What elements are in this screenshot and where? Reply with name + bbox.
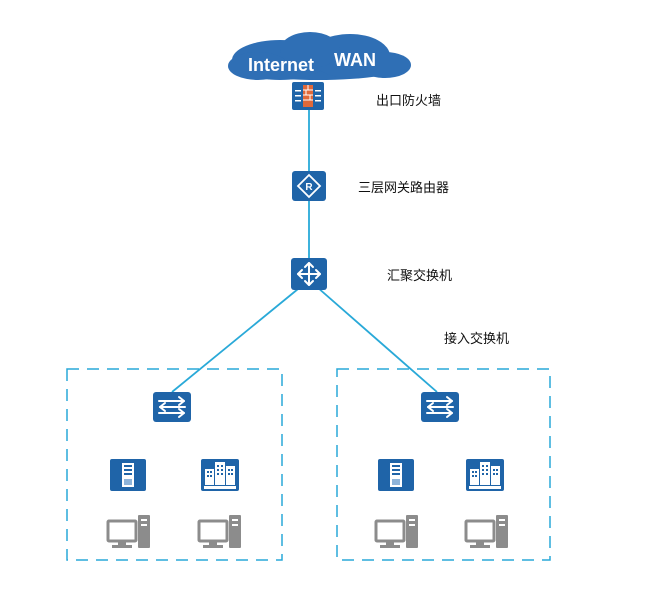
link-core-access-right <box>308 279 438 393</box>
router-icon: R <box>292 171 326 201</box>
server-icon <box>110 459 146 491</box>
firewall-icon <box>292 82 324 110</box>
cloud-label-internet: Internet <box>248 55 314 75</box>
label-access-switch: 接入交换机 <box>444 332 510 347</box>
link-core-access-left <box>171 279 310 393</box>
zone-border-right <box>336 368 551 561</box>
desktop-pc-icon <box>197 513 243 550</box>
desktop-pc-icon <box>374 513 420 550</box>
zone-border-left <box>66 368 283 561</box>
server-icon <box>378 459 414 491</box>
desktop-pc-icon <box>464 513 510 550</box>
access-zone-right <box>336 368 551 561</box>
network-links <box>171 110 438 393</box>
enterprise-building-icon <box>466 459 504 491</box>
label-router: 三层网关路由器 <box>358 181 450 196</box>
svg-text:R: R <box>305 182 313 193</box>
switch-icon <box>152 391 192 423</box>
layer3-switch-icon <box>291 258 327 290</box>
switch-icon <box>420 391 460 423</box>
desktop-pc-icon <box>106 513 152 550</box>
cloud-label-wan: WAN <box>334 50 376 70</box>
internet-wan-cloud: Internet WAN <box>228 32 411 80</box>
label-firewall: 出口防火墙 <box>376 94 442 109</box>
enterprise-building-icon <box>201 459 239 491</box>
label-core-switch: 汇聚交换机 <box>387 269 453 284</box>
access-zone-left <box>66 368 283 561</box>
